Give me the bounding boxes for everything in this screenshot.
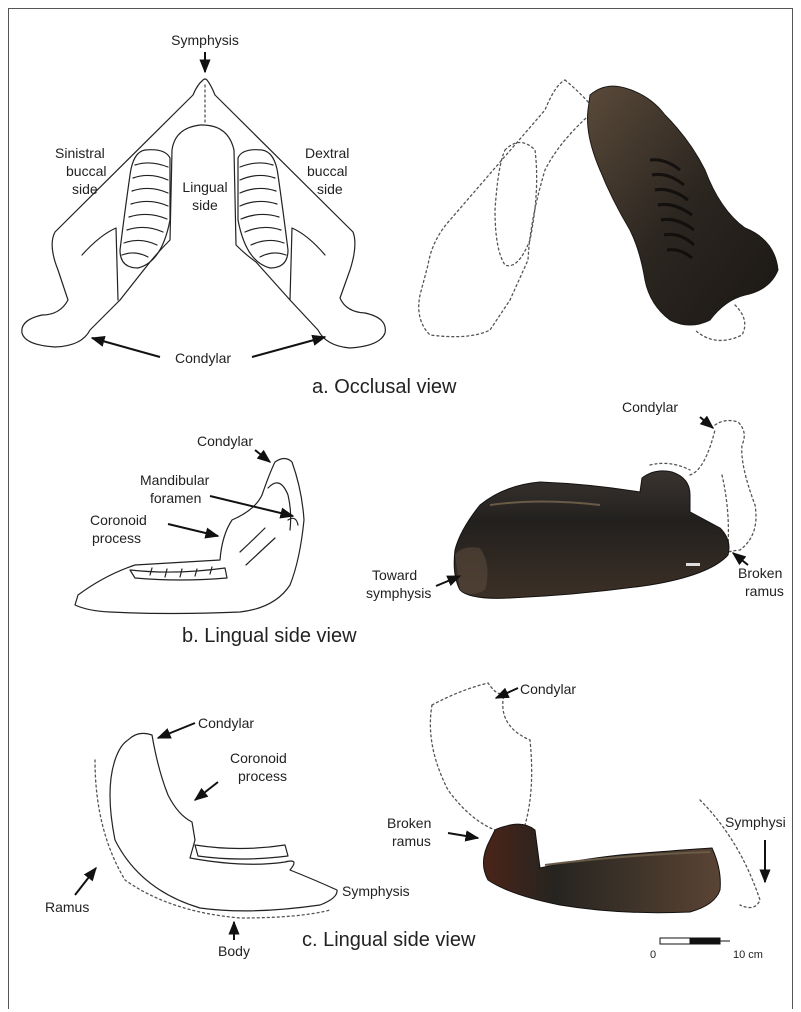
label-toward-1: Toward — [372, 567, 417, 583]
label-sinistral-1: Sinistral — [55, 145, 105, 161]
lingual-c-specimen-photo — [483, 824, 720, 913]
label-mandibular-1: Mandibular — [140, 472, 210, 488]
label-symphysis-photo: Symphysi — [725, 814, 786, 830]
arrow-condylar-c — [158, 723, 195, 738]
lingual-b-specimen-photo — [454, 471, 729, 598]
arrow-coronoid-b — [168, 524, 218, 536]
lingual-b-inner-line-1 — [240, 528, 265, 552]
panel-a: Symphysis Sinistral buccal side Dextral … — [22, 32, 778, 398]
label-body: Body — [218, 943, 250, 959]
label-toward-2: symphysis — [366, 585, 431, 601]
scale-bar-start: 0 — [650, 949, 656, 961]
occlusal-photo-reconstruction — [419, 80, 595, 337]
label-photo-condylar-a: Condylar — [622, 399, 678, 415]
scale-bar: 0 10 cm — [650, 938, 763, 961]
label-symphysis-a: Symphysis — [171, 32, 239, 48]
lingual-b-specimen-label — [686, 563, 700, 566]
label-broken-c-2: ramus — [392, 833, 431, 849]
label-broken-c-1: Broken — [387, 815, 431, 831]
label-coronoid-c-2: process — [238, 768, 287, 784]
label-sinistral-3: side — [72, 181, 98, 197]
arrow-condylar-b — [255, 450, 270, 462]
occlusal-inner-right — [290, 228, 325, 300]
arrow-condylar-left — [92, 338, 160, 357]
label-ramus: Ramus — [45, 899, 89, 915]
arrow-mandibular-foramen — [210, 496, 293, 516]
label-broken-b-2: ramus — [745, 583, 784, 599]
label-sinistral-2: buccal — [66, 163, 106, 179]
lingual-b-condyle-inner — [268, 483, 291, 530]
occlusal-outline — [22, 79, 386, 348]
occlusal-specimen-photo — [588, 86, 779, 325]
label-dextral-2: buccal — [307, 163, 347, 179]
label-mandibular-2: foramen — [150, 490, 201, 506]
left-molar — [120, 150, 170, 268]
arrow-broken-ramus-b — [733, 553, 748, 565]
occlusal-inner-left — [82, 228, 118, 300]
label-condylar-b: Condylar — [197, 433, 253, 449]
caption-b: b. Lingual side view — [182, 625, 357, 647]
label-coronoid-b-1: Coronoid — [90, 512, 147, 528]
arrow-condylar-right — [252, 337, 325, 357]
caption-a: a. Occlusal view — [312, 376, 457, 398]
label-symphysis-c: Symphysis — [342, 883, 410, 899]
right-molar — [238, 150, 288, 268]
label-condylar-a: Condylar — [175, 350, 231, 366]
arrow-ramus — [75, 868, 96, 895]
lingual-b-specimen-end — [455, 547, 488, 594]
label-broken-b-1: Broken — [738, 565, 782, 581]
arrow-photo-condylar-a — [700, 417, 713, 428]
caption-c: c. Lingual side view — [302, 929, 476, 951]
label-coronoid-c-1: Coronoid — [230, 750, 287, 766]
arrow-coronoid-c — [195, 782, 218, 800]
label-lingual-1: Lingual — [182, 179, 227, 195]
label-lingual-2: side — [192, 197, 218, 213]
label-coronoid-b-2: process — [92, 530, 141, 546]
lingual-b-foramen — [288, 518, 298, 525]
label-dextral-3: side — [317, 181, 343, 197]
scale-bar-end: 10 cm — [733, 949, 763, 961]
panel-c: Condylar Coronoid process Ramus Symphysi… — [45, 681, 786, 959]
lingual-c-outline — [110, 733, 337, 911]
lingual-b-tooth-row — [130, 568, 227, 580]
lingual-c-ramus-body-guide — [95, 760, 330, 918]
lingual-c-tooth-row — [195, 845, 288, 859]
arrow-broken-ramus-c — [448, 833, 478, 838]
label-condylar-c: Condylar — [198, 715, 254, 731]
panel-b: Condylar Mandibular foramen Coronoid pro… — [75, 399, 784, 647]
label-dextral-1: Dextral — [305, 145, 349, 161]
label-photo-condylar-c: Condylar — [520, 681, 576, 697]
